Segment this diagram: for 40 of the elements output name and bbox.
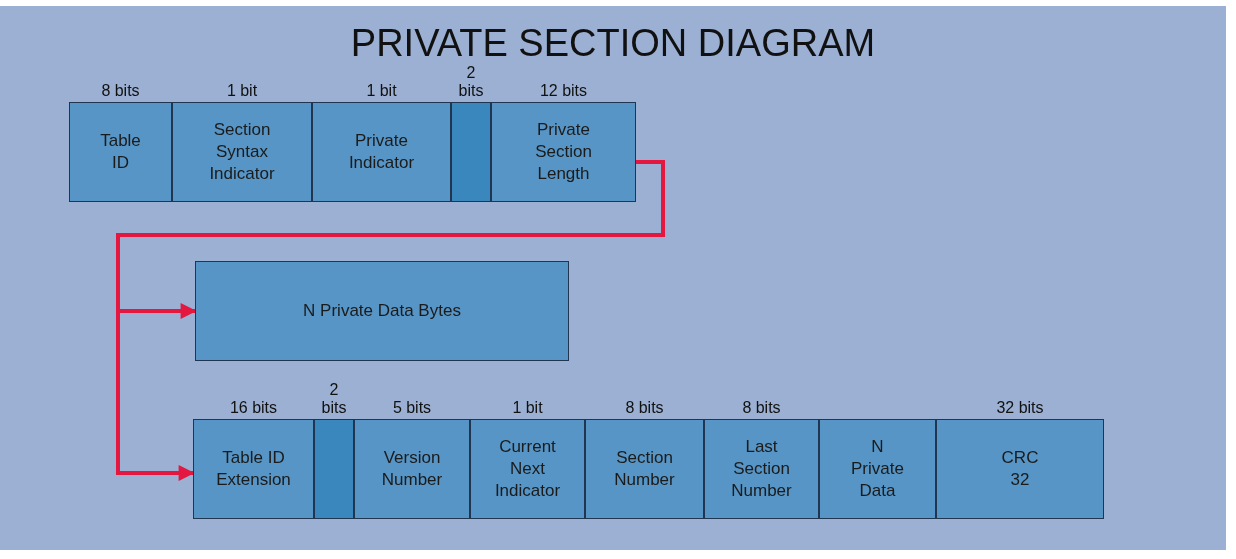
field-label: CRC 32 <box>1000 447 1040 491</box>
bit-width-label: 5 bits <box>391 399 433 417</box>
field-label: Table ID <box>99 130 142 174</box>
field-label: Current Next Indicator <box>493 436 562 502</box>
field-label: Private Section Length <box>534 119 593 185</box>
reserved-field-box <box>314 419 354 519</box>
field-box <box>172 102 312 202</box>
field-box <box>354 419 470 519</box>
bit-width-label: 32 bits <box>995 399 1045 417</box>
field-label: Section Number <box>613 447 676 491</box>
bit-width-label: 1 bit <box>511 399 544 417</box>
field-label: Private Indicator <box>347 130 416 174</box>
field-label: Table ID Extension <box>215 447 292 491</box>
bit-width-label: 2 bits <box>457 64 485 100</box>
field-box <box>585 419 704 519</box>
field-label: N Private Data <box>850 436 905 502</box>
field-box <box>193 419 314 519</box>
bit-width-label: 8 bits <box>741 399 782 417</box>
field-box <box>704 419 819 519</box>
field-box <box>470 419 585 519</box>
bit-width-label: 1 bit <box>365 82 398 100</box>
diagram-title: PRIVATE SECTION DIAGRAM <box>349 22 877 65</box>
field-box <box>491 102 636 202</box>
reserved-field-box <box>451 102 491 202</box>
field-box <box>819 419 936 519</box>
field-box <box>936 419 1104 519</box>
bit-width-label: 1 bit <box>225 82 259 100</box>
bit-width-label: 2 bits <box>320 381 348 417</box>
bit-width-label: 16 bits <box>228 399 279 417</box>
bit-width-label: 8 bits <box>624 399 665 417</box>
field-label: N Private Data Bytes <box>302 300 462 322</box>
bit-width-label: 12 bits <box>538 82 589 100</box>
bit-width-label: 8 bits <box>100 82 141 100</box>
arrow <box>116 160 665 481</box>
field-label: Last Section Number <box>730 436 793 502</box>
field-box <box>312 102 451 202</box>
field-box <box>69 102 172 202</box>
field-label: Version Number <box>380 447 444 491</box>
field-label: Section Syntax Indicator <box>208 119 276 185</box>
field-box <box>195 261 569 361</box>
